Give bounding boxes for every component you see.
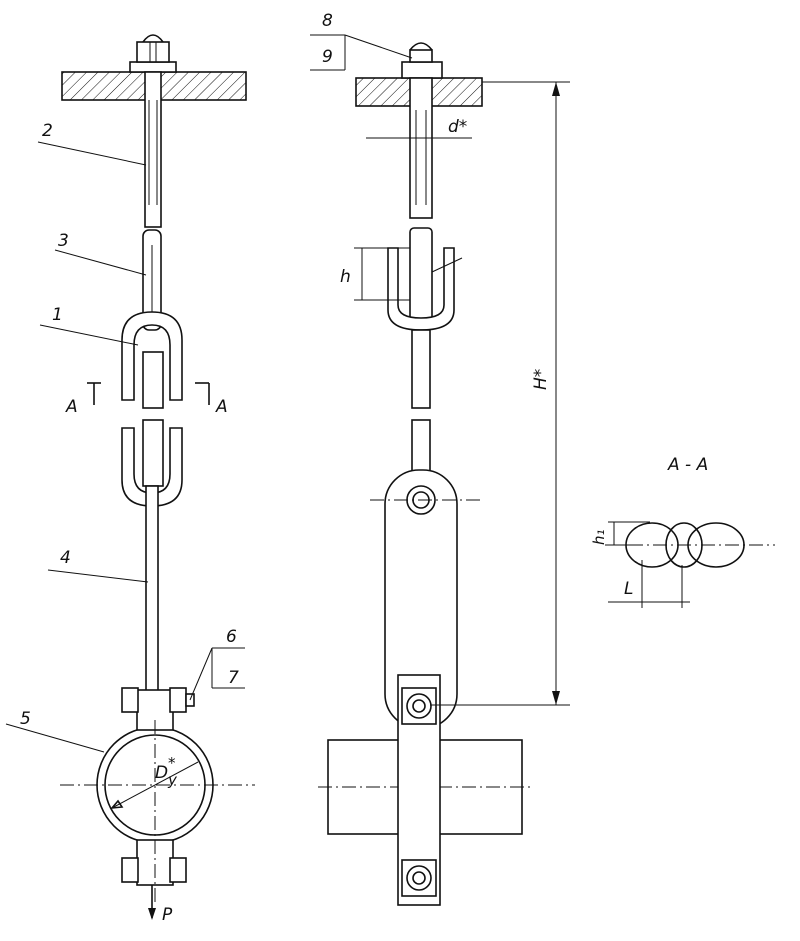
left-rod-2 (144, 71, 162, 228)
label-4: 4 (60, 548, 71, 568)
dim-h-label: h (340, 267, 351, 287)
label-3: 3 (58, 231, 69, 251)
right-view: 8 9 d* h (310, 11, 570, 906)
left-lower-pin (142, 419, 164, 487)
diameter-line (111, 761, 199, 809)
left-view: A A P D y * 2 3 1 4 (5, 34, 255, 925)
left-lower-shackle (121, 427, 183, 507)
label-5: 5 (20, 709, 31, 729)
label-7: 7 (228, 668, 239, 688)
dim-d-label: d* (448, 117, 467, 137)
left-top-nut (136, 41, 170, 63)
left-bolt-end (142, 34, 164, 43)
label-6: 6 (226, 627, 237, 647)
left-shackle-1 (121, 311, 183, 401)
label-9: 9 (322, 47, 333, 67)
diameter-sub: y (167, 771, 178, 789)
section-mark-right: A (215, 397, 228, 417)
label-2: 2 (42, 121, 53, 141)
left-shackle-pin (142, 351, 164, 409)
label-1: 1 (52, 305, 63, 325)
dim-H-label: H* (531, 369, 551, 390)
right-fork-rod (409, 227, 433, 329)
diameter-star: * (168, 754, 176, 772)
diameter-label: D (155, 763, 168, 783)
right-fork (387, 247, 455, 331)
left-washer (129, 61, 177, 73)
load-label: P (162, 905, 173, 925)
right-threaded-rod (409, 77, 433, 219)
right-nut-washer (401, 61, 443, 79)
left-rod-4 (145, 485, 159, 702)
label-8: 8 (322, 11, 333, 31)
right-middle-rod (411, 329, 431, 409)
section-title: A - A (667, 455, 708, 475)
section-a-a: A - A h₁ L (590, 455, 775, 608)
section-mark-left: A (65, 397, 78, 417)
dim-l-label: L (624, 579, 633, 599)
dim-h1-label: h₁ (590, 529, 608, 545)
